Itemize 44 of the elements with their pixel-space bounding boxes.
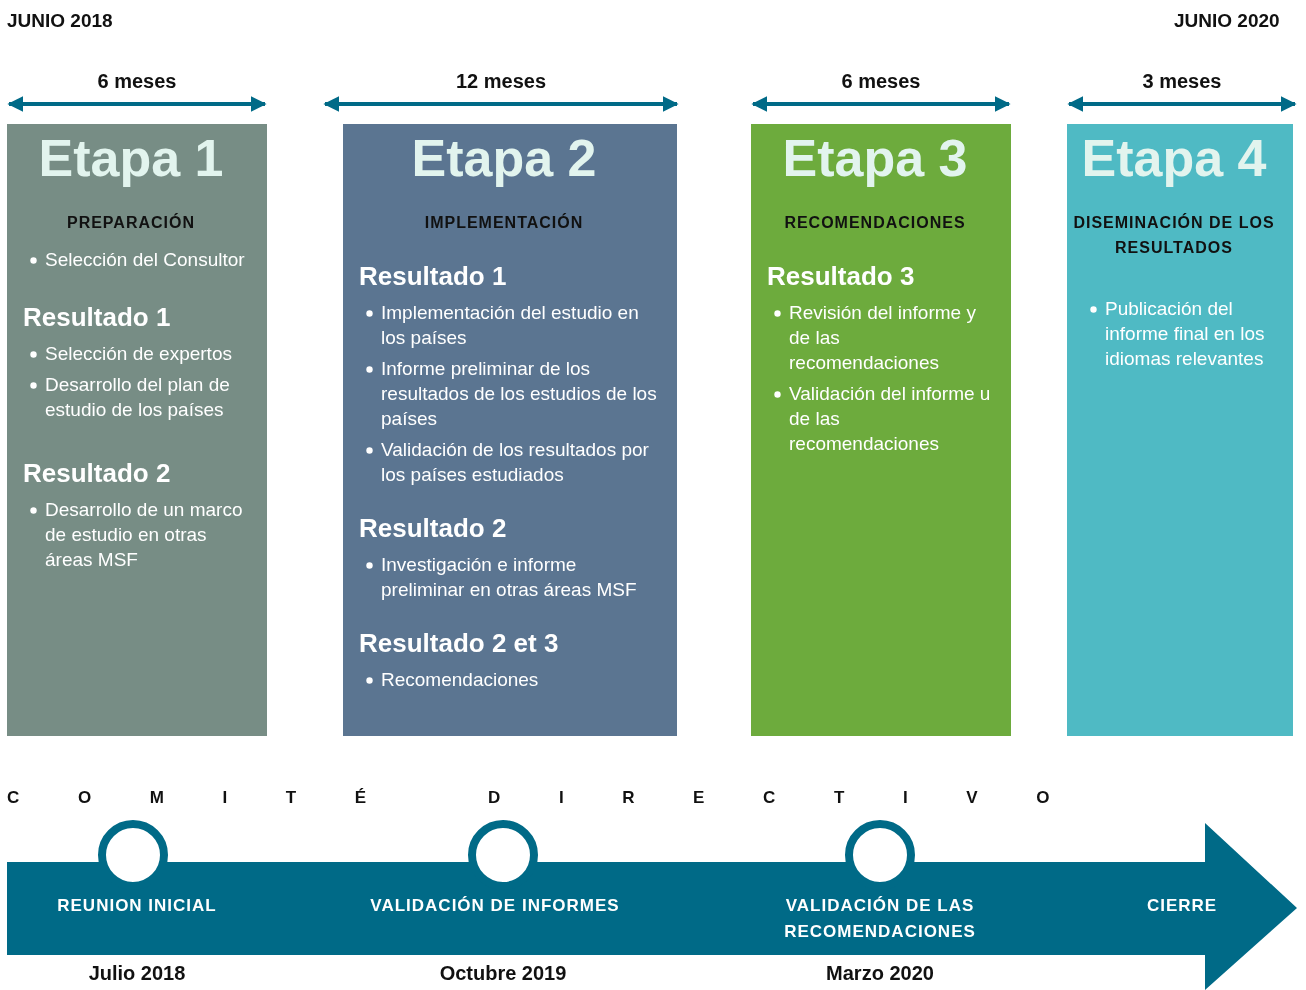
bullet-item: Selección del Consultor — [45, 247, 249, 272]
bullet-item: Publicación del informe final en los idiomas relevantes — [1105, 296, 1275, 371]
result-heading: Resultado 3 — [767, 261, 916, 292]
stage-title: Etapa 1 — [37, 130, 225, 186]
date-label: JUNIO 2020 — [1174, 9, 1280, 33]
result-heading: Resultado 2 — [23, 458, 172, 489]
bullet-item: Investigación e informe preliminar en otras áreas MSF — [381, 552, 659, 602]
bullet-item: Informe preliminar de los resultados de los estudios de los países — [381, 356, 659, 431]
stage-subtitle: RECOMENDACIONES — [783, 213, 967, 233]
stage-panel — [7, 124, 267, 736]
milestone-label: VALIDACIÓN DE INFORMES — [370, 895, 620, 917]
bullet-item: Desarrollo del plan de estudio de los países — [45, 372, 249, 422]
stage-subtitle: PREPARACIÓN — [65, 212, 196, 233]
bullet-item: Validación del informe u de las recomendaciones — [789, 381, 993, 456]
date-label: JUNIO 2018 — [7, 9, 113, 33]
committee-label: COMITÉ DIRECTIVO — [7, 787, 1108, 809]
date-label: Octubre 2019 — [439, 961, 567, 986]
result-heading: Resultado 1 — [359, 261, 508, 292]
stage-subtitle: IMPLEMENTACIÓN — [423, 212, 585, 233]
milestone-label: CIERRE — [1146, 895, 1218, 917]
stage-subtitle: DISEMINACIÓN DE LOS RESULTADOS — [1073, 212, 1275, 258]
stage-title: Etapa 2 — [410, 130, 598, 186]
stage-panel — [1067, 124, 1293, 736]
result-heading: Resultado 2 et 3 — [359, 628, 560, 659]
date-label: Julio 2018 — [88, 961, 186, 986]
milestone-label: REUNION INICIAL — [57, 895, 217, 917]
duration-label: 6 meses — [840, 70, 922, 93]
bullet-item: Selección de expertos — [45, 341, 249, 366]
bullet-item: Revisión del informe y de las recomendaciones — [789, 300, 993, 375]
duration-label: 12 meses — [454, 70, 548, 93]
result-heading: Resultado 1 — [23, 302, 172, 333]
date-label: Marzo 2020 — [826, 961, 934, 986]
duration-label: 3 meses — [1141, 70, 1223, 93]
bullet-item: Desarrollo de un marco de estudio en otras áreas MSF — [45, 497, 249, 572]
bullet-item: Validación de los resultados por los países estudiados — [381, 437, 659, 487]
stage-panel — [343, 124, 677, 736]
bullet-item: Implementación del estudio en los países — [381, 300, 659, 350]
stage-title: Etapa 4 — [1080, 130, 1268, 186]
result-heading: Resultado 2 — [359, 513, 508, 544]
bullet-item: Recomendaciones — [381, 667, 659, 692]
duration-label: 6 meses — [96, 70, 178, 93]
stage-title: Etapa 3 — [781, 130, 969, 186]
milestone-label: VALIDACIÓN DE LAS RECOMENDACIONES — [783, 895, 977, 943]
stage-panel — [751, 124, 1011, 736]
